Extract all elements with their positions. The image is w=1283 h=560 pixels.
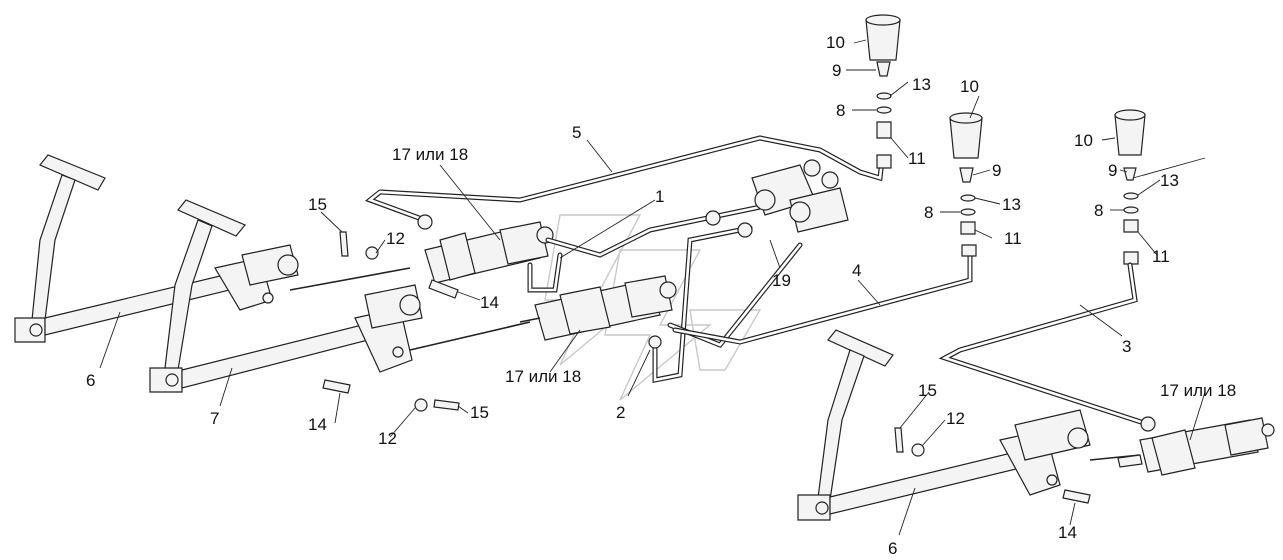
washer-12-lower bbox=[414, 398, 428, 412]
label-10-c: 10 bbox=[1074, 131, 1093, 150]
label-8-c: 8 bbox=[1094, 201, 1103, 220]
cotter-pin-15-upper bbox=[339, 231, 349, 257]
label-12-upper: 12 bbox=[386, 229, 405, 248]
fitting-c bbox=[737, 222, 753, 238]
master-cylinder-upper bbox=[424, 221, 554, 284]
label-15-lower: 15 bbox=[470, 403, 489, 422]
cotter-pin-15-lower bbox=[433, 399, 460, 411]
label-17-18-lower: 17 или 18 bbox=[505, 367, 581, 386]
label-11-a: 11 bbox=[908, 149, 926, 168]
label-17-18-upper: 17 или 18 bbox=[392, 145, 468, 164]
label-12-right: 12 bbox=[946, 409, 965, 428]
fitting-a bbox=[417, 214, 433, 230]
label-10-b: 10 bbox=[960, 77, 979, 96]
leader-lines bbox=[99, 39, 1206, 536]
bolt-14-right bbox=[1062, 489, 1091, 504]
label-12-lower: 12 bbox=[378, 429, 397, 448]
pedal-6-left bbox=[14, 154, 251, 343]
label-14-upper: 14 bbox=[480, 293, 499, 312]
callout-labels: 1 2 3 4 5 6 7 6 10 9 13 8 11 10 9 13 8 1… bbox=[86, 33, 1236, 558]
pipe-4 bbox=[672, 249, 973, 345]
label-7: 7 bbox=[210, 409, 219, 428]
label-6-left: 6 bbox=[86, 371, 95, 390]
label-6-right: 6 bbox=[888, 539, 897, 558]
pushrod-lower bbox=[409, 321, 531, 351]
fitting-b bbox=[705, 210, 721, 226]
label-3: 3 bbox=[1122, 337, 1131, 356]
label-13-a: 13 bbox=[912, 75, 931, 94]
label-14-right: 14 bbox=[1058, 523, 1077, 542]
right-assembly bbox=[797, 262, 1275, 521]
bracket-upper bbox=[214, 244, 299, 311]
reservoir-stack-1 bbox=[865, 14, 901, 169]
label-13-b: 13 bbox=[1002, 195, 1021, 214]
label-9-c: 9 bbox=[1108, 161, 1117, 180]
label-8-b: 8 bbox=[924, 203, 933, 222]
label-1: 1 bbox=[655, 187, 664, 206]
label-17-18-right: 17 или 18 bbox=[1160, 381, 1236, 400]
label-9-b: 9 bbox=[992, 161, 1001, 180]
master-cylinder-right bbox=[1117, 417, 1275, 476]
label-4: 4 bbox=[852, 261, 861, 280]
label-15-right: 15 bbox=[918, 381, 937, 400]
bolt-14-lower bbox=[322, 379, 351, 394]
pushrod-upper bbox=[289, 267, 411, 291]
label-11-b: 11 bbox=[1004, 229, 1022, 248]
bolt-14-upper bbox=[428, 279, 459, 299]
washer-12-right bbox=[911, 443, 925, 457]
bracket-right bbox=[999, 409, 1091, 496]
washer-12-upper bbox=[365, 246, 379, 260]
cotter-pin-15-right bbox=[894, 427, 904, 453]
label-5: 5 bbox=[572, 123, 581, 142]
label-15-upper: 15 bbox=[308, 195, 327, 214]
bracket-lower bbox=[354, 284, 423, 373]
label-13-c: 13 bbox=[1160, 171, 1179, 190]
reservoir-stack-3 bbox=[1114, 109, 1146, 265]
reservoir-stack-2 bbox=[949, 112, 983, 257]
fitting-d bbox=[648, 335, 662, 349]
label-10-a: 10 bbox=[826, 33, 845, 52]
label-19: 19 bbox=[772, 271, 791, 290]
label-14-lower: 14 bbox=[308, 415, 327, 434]
master-cylinder-lower bbox=[519, 275, 677, 341]
left-assembly bbox=[14, 135, 973, 412]
label-8-a: 8 bbox=[836, 101, 845, 120]
label-9-a: 9 bbox=[832, 61, 841, 80]
pedal-6-right bbox=[797, 329, 1046, 521]
pedal-7 bbox=[149, 199, 396, 393]
label-2: 2 bbox=[616, 403, 625, 422]
label-11-c: 11 bbox=[1152, 247, 1170, 266]
valve-block bbox=[751, 159, 849, 233]
